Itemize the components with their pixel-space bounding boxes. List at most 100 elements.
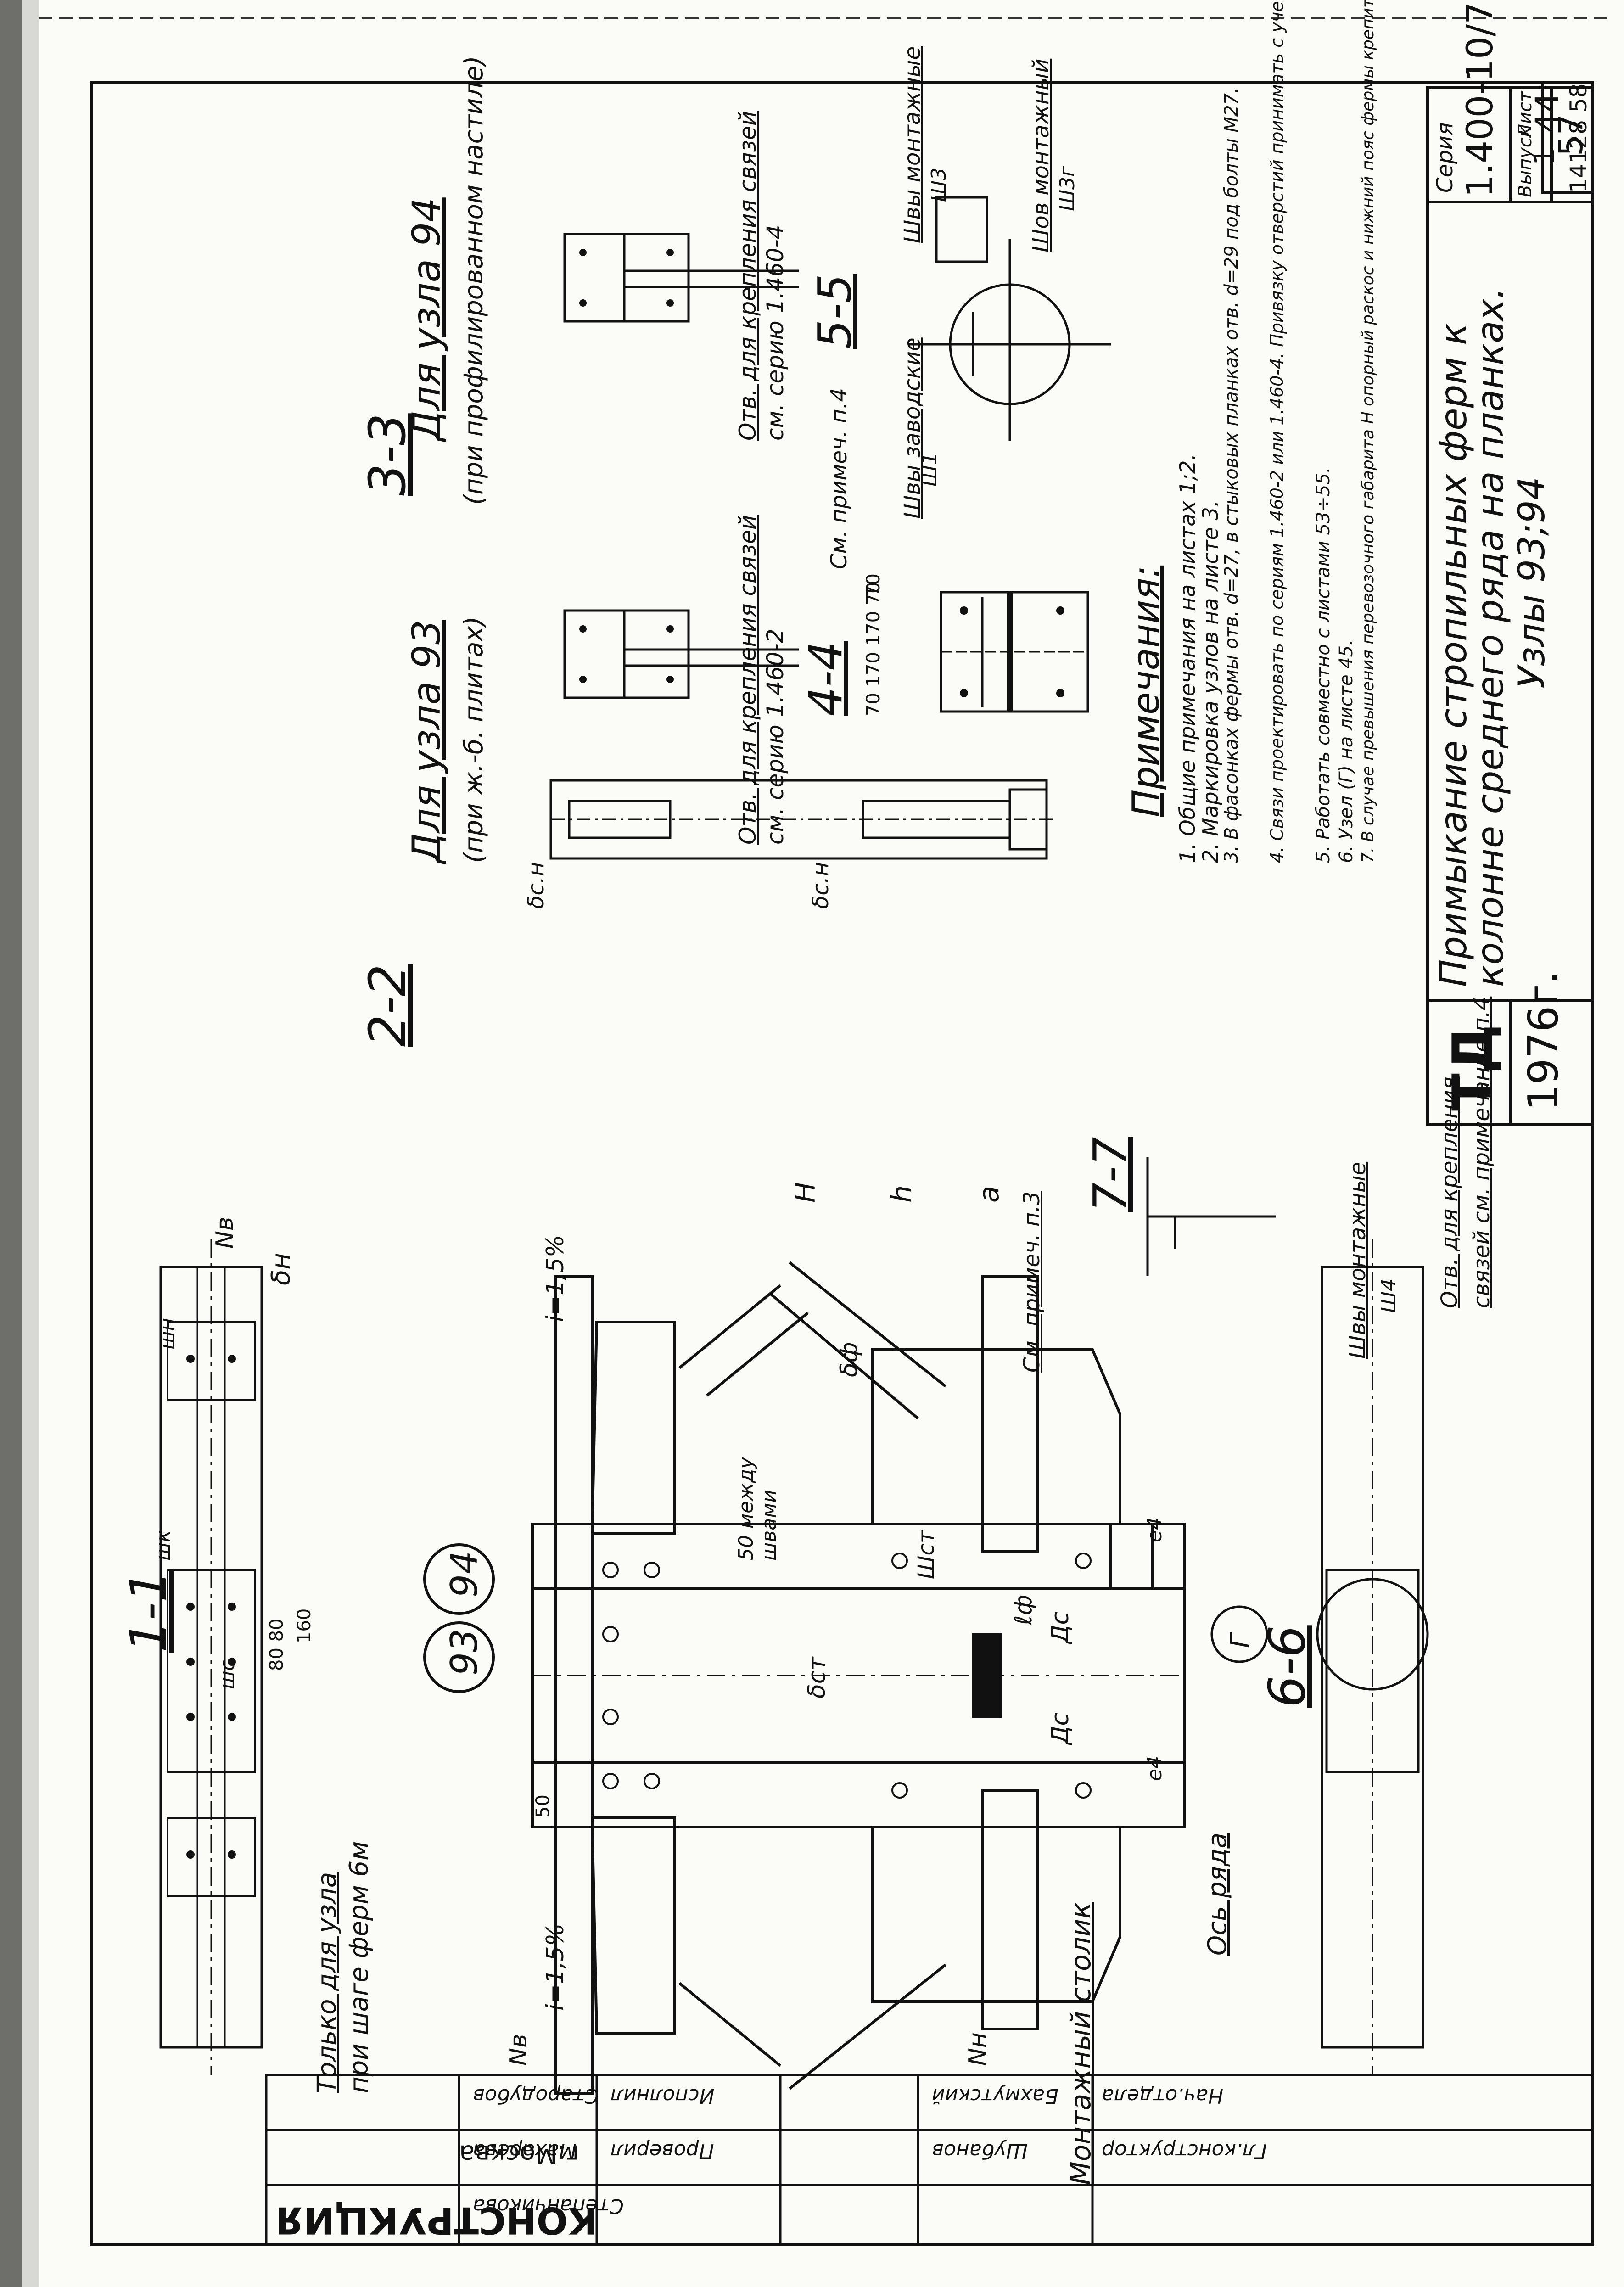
label-dc-2: Дс: [1047, 1712, 1074, 1744]
holes-for-66-2: связей см. примечание п.4: [1469, 996, 1495, 1308]
binding-shadow: [0, 0, 22, 2287]
label-lf: ℓф: [1010, 1595, 1037, 1625]
section-3-3-node93: [563, 609, 799, 699]
label-sh4: Ш4: [1377, 1278, 1400, 1313]
only-for-node: Только для узла: [312, 1872, 342, 2093]
node-g-label: Г: [1226, 1633, 1255, 1648]
label-shk: шк: [151, 1530, 175, 1561]
label-nv-top: Nв: [211, 1216, 239, 1249]
label-dcn-1: δс.н: [523, 862, 549, 909]
slope-label-bottom: i=1,5%: [542, 1923, 569, 2011]
mount-welds-top: Швы монтажные: [900, 46, 925, 243]
section-2-2-drawing: [549, 779, 1056, 860]
for-node-94-sub: (при профилированном настиле): [459, 56, 489, 505]
section-4-4-title: 4-4: [799, 641, 852, 716]
slope-label-top: i=1,5%: [542, 1234, 569, 1322]
for-node-93: Для узла 93: [404, 620, 449, 863]
note-6: 6. Узел (Г) на листе 45.: [1336, 639, 1357, 863]
label-e4-2: е4: [1143, 1755, 1166, 1781]
stamp-block: [265, 2074, 1594, 2246]
label-dcn-2: δс.н: [808, 862, 834, 909]
holes-for-66: Отв. для крепления: [1437, 1076, 1462, 1308]
label-sh1: Ш1: [918, 452, 941, 487]
section-6-6-title: 6-6: [1258, 1625, 1316, 1708]
label-shn: шн: [156, 1317, 179, 1350]
label-dst: δст: [803, 1657, 831, 1698]
stamp-role-1: Нач.отдела: [1102, 2084, 1224, 2108]
issue-value: 1: [1529, 147, 1561, 165]
note-3: 3. В фасонках фермы отв. d=27, в стыковы…: [1221, 87, 1242, 863]
stamp-role-4: Проверил: [610, 2139, 714, 2163]
series-value: 1.400-10/76: [1460, 0, 1501, 197]
section-4-4-bolts: [960, 606, 1064, 697]
section-5-5-drawing: [909, 196, 1111, 441]
section-7-7-title: 7-7: [1083, 1137, 1137, 1212]
title-line-2: колонне среднего ряда на планках.: [1469, 287, 1512, 987]
between-welds: 50 между: [734, 1457, 758, 1561]
section-1-1-bolts: [186, 1355, 236, 1859]
title-block: [1426, 86, 1594, 1126]
stamp-name-3: Стародубов: [473, 2084, 599, 2108]
label-dc-1: Дс: [1047, 1611, 1074, 1643]
label-a: a: [973, 1186, 1005, 1203]
between-welds-2: швами: [757, 1490, 781, 1561]
hole-93-ref: см. серию 1.460-2: [762, 628, 789, 845]
mount-post-label: Монтажный столик: [1065, 1902, 1097, 2185]
label-sh3g: Ш3г: [1056, 166, 1079, 211]
node-g-marker: [1210, 1605, 1268, 1663]
label-nn: Nн: [964, 2032, 991, 2066]
label-h: h: [886, 1185, 918, 1203]
node-94-label: 94: [443, 1551, 486, 1598]
note-5: 5. Работать совместно с листами 53÷55.: [1313, 467, 1334, 863]
archive-code: 14128 58: [1565, 83, 1592, 193]
for-node-94: Для узла 94: [404, 197, 449, 441]
section-1-1-title: 1-1: [119, 1570, 178, 1653]
section-3-3-bolts: [579, 249, 674, 683]
factory-welds: Швы заводские: [900, 337, 925, 519]
dim-50: 50: [532, 1794, 554, 1818]
see-note-3: См. примеч. п.3: [1019, 1191, 1045, 1373]
section-1-1-drawing: [159, 1239, 263, 2075]
hole-94-ref: см. серию 1.460-4: [762, 224, 789, 441]
see-note-4: См. примеч. п.4: [826, 387, 852, 569]
only-for-node-2: при шаге ферм 6м: [344, 1841, 374, 2093]
label-shc: шс: [216, 1659, 239, 1689]
node-93-label: 93: [443, 1629, 486, 1676]
hole-94-label: Отв. для крепления связей: [734, 111, 761, 441]
stamp-name-2: Шубанов: [932, 2139, 1028, 2163]
dims-4-4: 70 170 170 70: [863, 582, 884, 716]
row-axis-label: Ось ряда: [1203, 1833, 1232, 1956]
section-6-6-drawing: [1316, 1239, 1429, 2075]
node-94-circle: [423, 1543, 495, 1615]
dim-160: 160: [294, 1608, 315, 1643]
stamp-name-4: Махарева: [473, 2139, 577, 2163]
note-7: 7. В случае превышения перевозочного габ…: [1359, 0, 1378, 863]
section-2-2-title: 2-2: [358, 964, 417, 1047]
title-line-3: Узлы 93;94: [1510, 476, 1553, 689]
note-1: 1. Общие примечания на листах 1;2.: [1175, 454, 1200, 863]
notes-heading: Примечания:: [1125, 565, 1167, 817]
label-nv-bottom: Nв: [505, 2034, 532, 2066]
dim-80-80: 80 80: [266, 1618, 287, 1671]
section-4-4-drawing: [940, 591, 1089, 713]
note-4: 4. Связи проектировать по сериям 1.460-2…: [1267, 0, 1287, 863]
label-df: δф: [835, 1342, 863, 1377]
main-elevation-bolts: [602, 1553, 1092, 1799]
note-2: 2. Маркировка узлов на листе 3.: [1198, 500, 1223, 863]
label-shst: Шст: [913, 1530, 939, 1579]
label-e4-1: е4: [1143, 1517, 1166, 1542]
mount-welds-66: Швы монтажные: [1345, 1161, 1371, 1359]
label-dn: δн: [266, 1253, 296, 1285]
stamp-role-2: Гл.конструктор: [1102, 2139, 1267, 2163]
main-elevation: [531, 1261, 1186, 2095]
section-3-3-node94: [563, 233, 799, 323]
section-5-5-title: 5-5: [808, 274, 862, 349]
mount-weld: Шов монтажный: [1028, 58, 1054, 252]
label-H: H: [790, 1182, 822, 1203]
stamp-name-5: Степанчикова: [473, 2194, 624, 2218]
for-node-93-sub: (при ж.-б. плитах): [459, 616, 489, 863]
sheet-value: 44: [1529, 92, 1566, 133]
label-sh3: Ш3: [927, 167, 951, 202]
stamp-role-3: Исполнил: [610, 2084, 715, 2108]
series-label: Серия: [1432, 122, 1458, 193]
